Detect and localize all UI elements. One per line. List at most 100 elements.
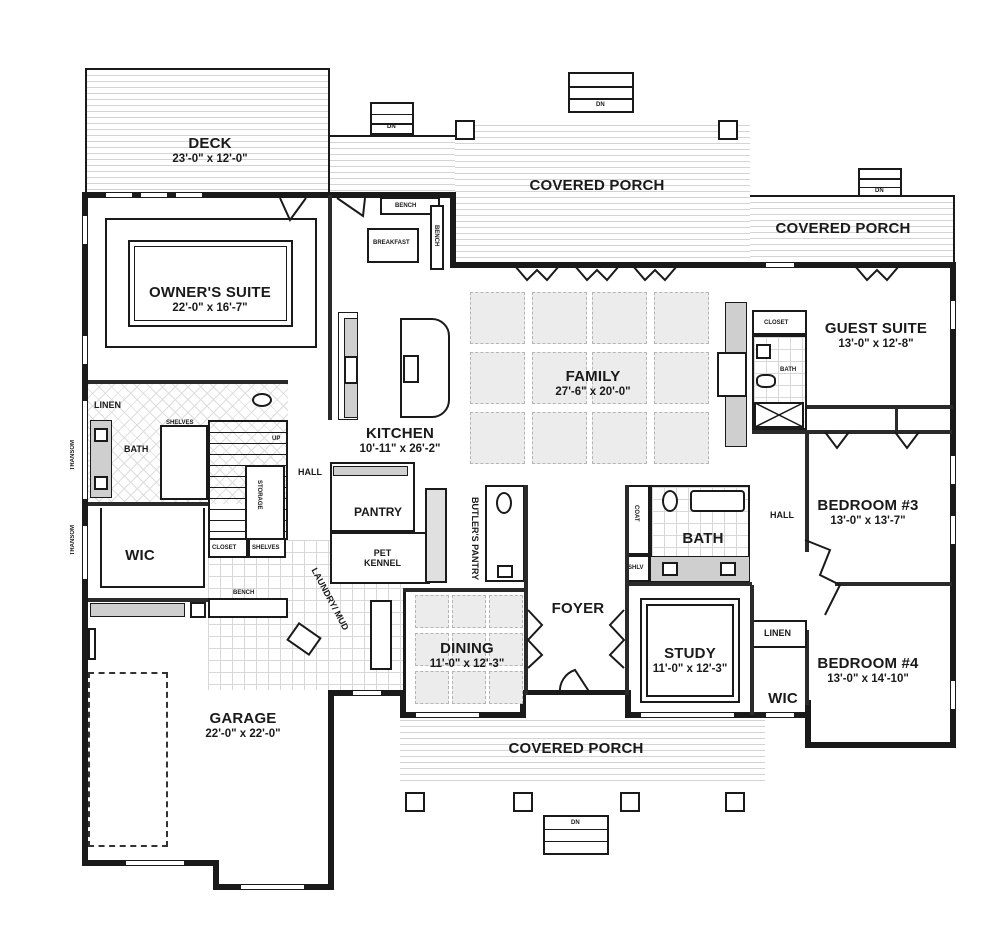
owner-bath-label: BATH xyxy=(124,444,149,454)
owner-wic xyxy=(100,508,205,588)
window xyxy=(765,712,795,718)
interior-wall xyxy=(750,585,754,715)
pet-kennel xyxy=(330,532,430,584)
room-dims: 23'-0" x 12'-0" xyxy=(172,152,248,165)
breakfast-table xyxy=(367,228,419,263)
interior-wall xyxy=(88,380,288,384)
toilet-icon xyxy=(496,492,512,514)
rear-covered-porch xyxy=(455,120,750,265)
mud-bench-label: BENCH xyxy=(233,590,255,596)
room-dims: 13'-0" x 14'-10" xyxy=(827,672,909,685)
exterior-wall xyxy=(805,700,811,748)
bedroom3-label: BEDROOM #3 13'-0" x 13'-7" xyxy=(817,497,918,527)
room-dims: 22'-0" x 22'-0" xyxy=(205,727,281,740)
room-name: WIC xyxy=(768,690,798,707)
front-porch-steps: DN xyxy=(543,815,609,855)
window xyxy=(105,192,133,198)
owners-suite-inner-tray xyxy=(128,240,293,327)
room-dims: 13'-0" x 13'-7" xyxy=(830,514,906,527)
window xyxy=(175,192,203,198)
transom-label: TRANSOM xyxy=(70,525,76,556)
exterior-wall xyxy=(520,690,526,718)
deck-lower-strip xyxy=(330,135,460,193)
mud-shelves-label: SHELVES xyxy=(252,545,280,551)
bedroom4-label: BEDROOM #4 13'-0" x 14'-10" xyxy=(817,655,918,685)
bathtub-icon xyxy=(690,490,745,512)
owner-wic-label: WIC xyxy=(125,547,155,565)
door-swing-icon xyxy=(526,609,544,669)
sink-icon xyxy=(497,565,513,578)
linen-bed4-label: LINEN xyxy=(764,628,791,638)
mud-shelves xyxy=(248,538,286,558)
rear-porch-steps: DN xyxy=(568,72,634,113)
dining-label: DINING 11'-0" x 12'-3" xyxy=(430,640,505,670)
interior-wall xyxy=(328,195,332,420)
interior-wall xyxy=(88,502,208,506)
window xyxy=(82,215,88,245)
foyer-label: FOYER xyxy=(552,600,605,618)
mud-bench xyxy=(208,598,288,618)
toilet-icon xyxy=(662,490,678,512)
window xyxy=(640,712,735,718)
window xyxy=(950,455,956,485)
room-dims: 11'-0" x 12'-3" xyxy=(429,657,505,670)
guest-closet xyxy=(752,310,807,335)
storage-closet xyxy=(245,465,285,540)
rear-porch-label: COVERED PORCH xyxy=(529,177,664,195)
mud-sink xyxy=(190,602,206,618)
room-dims: 27'-6" x 20'-0" xyxy=(555,385,631,398)
door-swing-icon xyxy=(804,539,842,616)
island-sink xyxy=(403,355,419,383)
room-name: DINING xyxy=(440,640,494,657)
interior-wall xyxy=(752,430,952,434)
door-icon xyxy=(854,265,900,282)
porch-post xyxy=(455,120,475,140)
dining-grid xyxy=(415,595,523,705)
washer-dryer xyxy=(370,600,392,670)
room-name: PANTRY xyxy=(354,505,402,519)
front-porch-label: COVERED PORCH xyxy=(508,740,643,758)
pet-kennel-label: PET KENNEL xyxy=(363,548,401,568)
interior-wall xyxy=(628,582,752,586)
room-name: COVERED PORCH xyxy=(529,177,665,194)
storage-label: STORAGE xyxy=(256,480,262,510)
kitchen-hall-label: HALL xyxy=(298,467,322,477)
room-name: WIC xyxy=(125,547,155,564)
room-name: BEDROOM #3 xyxy=(817,497,919,514)
breakfast-label: BREAKFAST xyxy=(373,240,410,246)
coat-label: COAT xyxy=(633,505,639,522)
family-grid xyxy=(470,292,710,467)
pantry-label: PANTRY xyxy=(354,503,402,521)
garage-door-opening xyxy=(88,672,168,847)
door-swing-icon xyxy=(336,197,366,218)
stair-up-label: UP xyxy=(272,436,281,442)
interior-wall xyxy=(625,485,629,695)
garage-wall xyxy=(328,620,334,890)
exterior-wall xyxy=(450,192,456,268)
interior-wall xyxy=(895,405,898,432)
exterior-wall xyxy=(82,192,88,847)
garage-wall xyxy=(213,862,219,890)
room-name: GUEST SUITE xyxy=(824,320,928,337)
closet-door-icon xyxy=(824,431,920,450)
toilet-icon xyxy=(252,393,272,407)
sink-icon xyxy=(94,428,108,442)
room-name: BEDROOM #4 xyxy=(817,655,919,672)
owners-suite-label: OWNER'S SUITE 22'-0" x 16'-7" xyxy=(149,284,271,314)
pantry-shelf xyxy=(333,466,408,476)
window xyxy=(352,690,382,696)
hall-bath-label: BATH xyxy=(682,530,723,548)
window xyxy=(950,680,956,710)
window xyxy=(950,515,956,545)
room-name: COVERED PORCH xyxy=(775,220,911,237)
transom-label: TRANSOM xyxy=(70,440,76,471)
room-name: FOYER xyxy=(551,600,605,617)
breakfast-bench-label: BENCH xyxy=(395,203,417,209)
shelf-label: SHLV xyxy=(628,565,644,571)
butlers-pantry-label: BUTLER'S PANTRY xyxy=(470,497,480,581)
owner-shelves-label: SHELVES xyxy=(166,420,194,426)
window xyxy=(765,262,795,268)
room-name: OWNER'S SUITE xyxy=(148,284,272,301)
garage-label: GARAGE 22'-0" x 22'-0" xyxy=(205,710,280,740)
toilet-icon xyxy=(756,374,776,388)
